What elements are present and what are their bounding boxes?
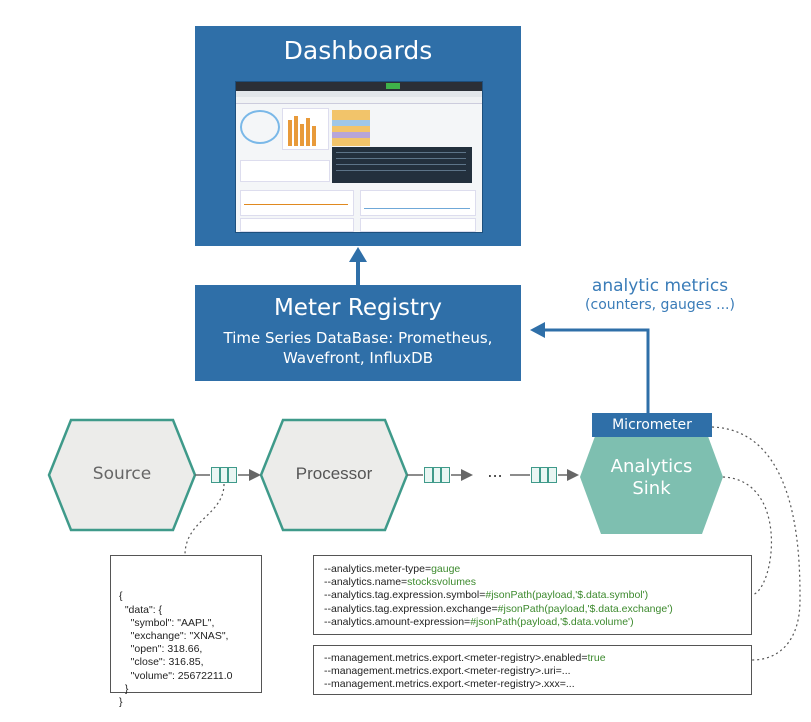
property-key: --management.metrics.export.<meter-regis…: [324, 665, 571, 678]
payload-json-panel: { "data": { "symbol": "AAPL", "exchange"…: [110, 555, 262, 708]
micrometer-to-registry-arrow: [530, 322, 650, 413]
payload-line: }: [119, 696, 123, 709]
property-line: --analytics.tag.expression.exchange=#jso…: [324, 603, 751, 616]
property-line: --analytics.amount-expression=#jsonPath(…: [324, 616, 751, 629]
analytic-metrics-sublabel: (counters, gauges ...): [585, 297, 735, 313]
property-line: --analytics.tag.expression.symbol=#jsonP…: [324, 589, 751, 602]
processor-label: Processor: [295, 464, 373, 483]
payload-line: }: [119, 682, 129, 695]
registry-to-dashboards-arrow: [349, 247, 367, 285]
property-value: true: [587, 652, 606, 664]
property-line: --analytics.meter-type=gauge: [324, 563, 751, 576]
property-key: --analytics.amount-expression=: [324, 615, 471, 628]
property-line: --analytics.name=stocksvolumes: [324, 576, 751, 589]
payload-lines: { "data": { "symbol": "AAPL", "exchange"…: [119, 590, 261, 709]
payload-line: {: [119, 590, 123, 603]
source-label: Source: [92, 464, 152, 484]
meter-registry-title: Meter Registry: [273, 295, 443, 321]
pipeline-ellipsis: ...: [487, 462, 503, 481]
property-line: --management.metrics.export.<meter-regis…: [324, 678, 751, 691]
property-key: --analytics.meter-type=: [324, 563, 432, 575]
property-key: --analytics.name=: [324, 576, 408, 589]
property-value: gauge: [431, 563, 461, 575]
property-key: --management.metrics.export.<meter-regis…: [324, 652, 588, 664]
property-value: stocksvolumes: [407, 576, 477, 589]
property-value: #jsonPath(payload,'$.data.symbol'): [485, 589, 649, 602]
meter-registry-box: Meter Registry Time Series DataBase: Pro…: [195, 285, 521, 381]
meter-registry-db-line1: Time Series DataBase: Prometheus,: [223, 329, 493, 347]
management-properties-panel: --management.metrics.export.<meter-regis…: [313, 645, 752, 695]
payload-line: "volume": 25672211.0: [119, 669, 233, 682]
analytics-properties-panel: --analytics.meter-type=gauge--analytics.…: [313, 555, 752, 635]
dashboards-box: Dashboards: [195, 26, 521, 246]
property-key: --management.metrics.export.<meter-regis…: [324, 678, 575, 691]
property-line: --management.metrics.export.<meter-regis…: [324, 665, 751, 678]
meter-registry-db-line2: Wavefront, InfluxDB: [283, 349, 433, 367]
payload-line: "close": 316.85,: [119, 656, 204, 669]
analytic-metrics-label: analytic metrics: [591, 276, 729, 296]
analytics-sink-hexagon: [580, 420, 723, 534]
queue-icon-2: [424, 467, 450, 483]
analytics-sink-label-line2: Sink: [632, 478, 671, 499]
analytics-property-lines: --analytics.meter-type=gauge--analytics.…: [324, 563, 751, 629]
processor-hexagon: [259, 418, 409, 532]
queue-icon-1: [211, 467, 237, 483]
payload-line: "data": {: [119, 603, 163, 616]
queue-icon-3: [531, 467, 557, 483]
property-value: #jsonPath(payload,'$.data.exchange'): [497, 602, 673, 615]
source-hexagon: [47, 418, 197, 532]
dashboard-screenshot: [235, 81, 483, 233]
property-key: --analytics.tag.expression.symbol=: [324, 589, 486, 602]
dotted-connectors: [184, 426, 801, 661]
payload-line: "exchange": "XNAS",: [119, 630, 229, 643]
management-property-lines: --management.metrics.export.<meter-regis…: [324, 652, 751, 692]
property-key: --analytics.tag.expression.exchange=: [324, 602, 498, 615]
analytics-sink-label-line1: Analytics: [610, 456, 693, 477]
payload-line: "symbol": "AAPL",: [119, 616, 215, 629]
micrometer-box: Micrometer: [592, 413, 712, 437]
property-value: #jsonPath(payload,'$.data.volume'): [470, 615, 634, 628]
dashboards-title: Dashboards: [283, 36, 433, 65]
property-line: --management.metrics.export.<meter-regis…: [324, 652, 751, 665]
payload-line: "open": 318.66,: [119, 643, 203, 656]
